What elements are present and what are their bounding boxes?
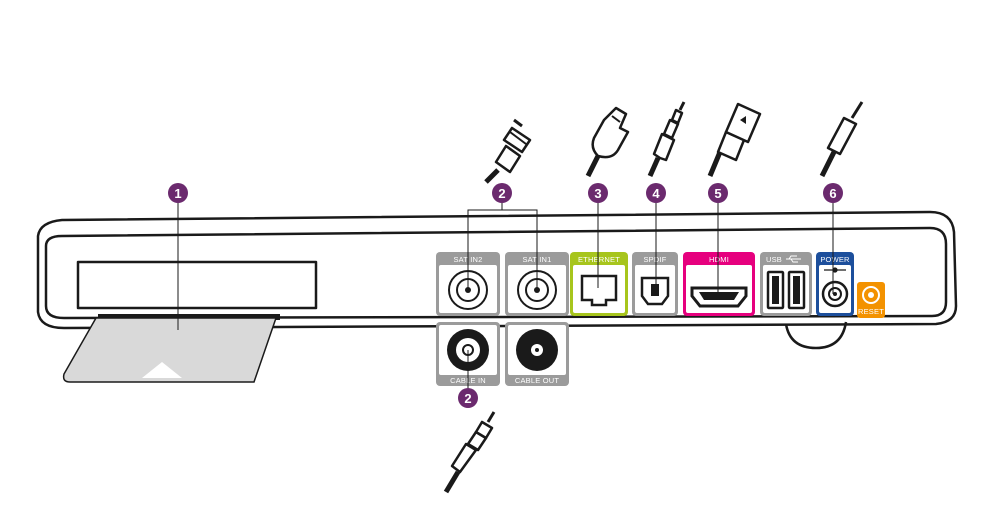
card-slot	[76, 260, 318, 310]
triangle-up-icon	[142, 362, 182, 378]
power-label: POWER	[820, 255, 850, 264]
port-cable-out: CABLE OUT	[505, 322, 569, 386]
hdmi-plug-icon	[707, 102, 762, 177]
hdmi-label: HDMI	[709, 255, 729, 264]
usb-symbol-icon	[786, 255, 801, 263]
power-plug-icon	[819, 101, 864, 178]
svg-text:1: 1	[174, 186, 181, 201]
badge-card-slot: 1	[168, 183, 188, 203]
svg-text:5: 5	[714, 186, 721, 201]
cable-out-label: CABLE OUT	[515, 376, 560, 385]
port-ethernet: ETHERNET	[570, 252, 628, 316]
svg-text:4: 4	[652, 186, 660, 201]
set-top-box	[36, 210, 958, 350]
badge-ethernet: 3	[588, 183, 608, 203]
badge-spdif: 4	[646, 183, 666, 203]
badge-cable: 2	[458, 388, 478, 408]
svg-text:2: 2	[498, 186, 505, 201]
dc-jack-icon	[821, 280, 849, 308]
ethernet-label: ETHERNET	[578, 255, 620, 264]
svg-text:2: 2	[464, 391, 471, 406]
optical-socket-icon	[640, 276, 670, 306]
badge-power: 6	[823, 183, 843, 203]
hdmi-socket-icon	[690, 286, 748, 308]
optical-plug-icon	[647, 101, 686, 178]
svg-text:3: 3	[594, 186, 601, 201]
badge-hdmi: 5	[708, 183, 728, 203]
usb-socket-left	[766, 270, 785, 310]
usb-socket-right	[787, 270, 806, 310]
satellite-f-plug-icon	[484, 118, 532, 184]
svg-text:6: 6	[829, 186, 836, 201]
box-foot	[784, 321, 848, 350]
port-hdmi: HDMI	[683, 252, 755, 316]
box-inner-outline	[44, 226, 948, 320]
usb-label: USB	[766, 255, 782, 264]
smart-card	[62, 314, 280, 383]
port-spdif: SPDIF	[632, 252, 678, 316]
coax-plug-icon	[443, 411, 496, 494]
spdif-label: SPDIF	[643, 255, 666, 264]
reset-label: RESET	[858, 307, 884, 316]
box-outer-outline	[36, 210, 958, 330]
badge-satellite: 2	[492, 183, 512, 203]
dc-polarity-icon	[824, 267, 846, 273]
rj45-socket-icon	[580, 274, 618, 307]
reset-button[interactable]: RESET	[857, 282, 885, 318]
port-usb: USB	[760, 252, 812, 316]
port-power: POWER	[816, 252, 854, 316]
leader-lines	[177, 203, 834, 389]
ethernet-plug-icon	[585, 106, 630, 178]
